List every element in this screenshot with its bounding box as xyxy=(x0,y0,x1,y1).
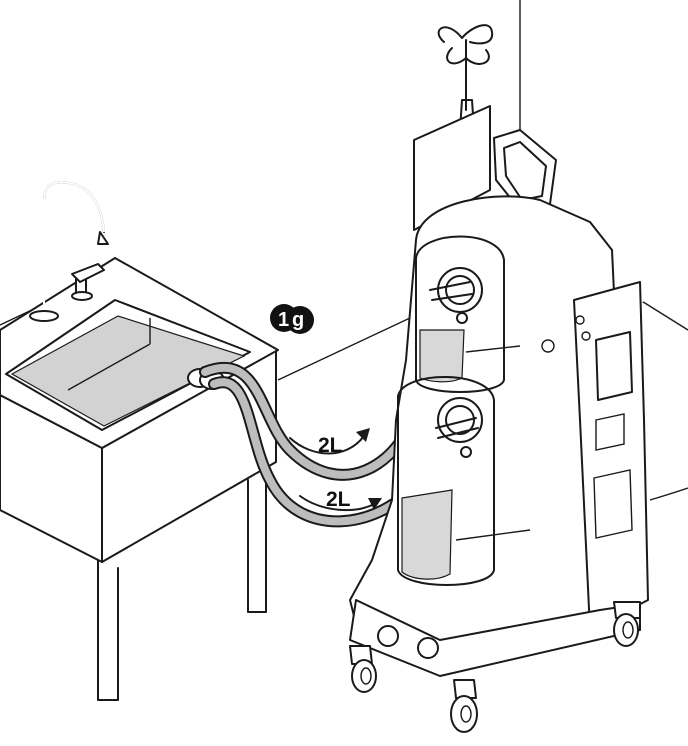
step-badge-number: 1 xyxy=(278,309,289,331)
step-badge-icon: 1 g xyxy=(270,304,314,334)
fluid-management-cart xyxy=(350,25,688,732)
utility-sink xyxy=(0,182,278,700)
upper-flow-label: 2L xyxy=(318,434,343,457)
step-badge-letter: g xyxy=(292,309,304,331)
lower-flow-label: 2L xyxy=(326,488,351,511)
